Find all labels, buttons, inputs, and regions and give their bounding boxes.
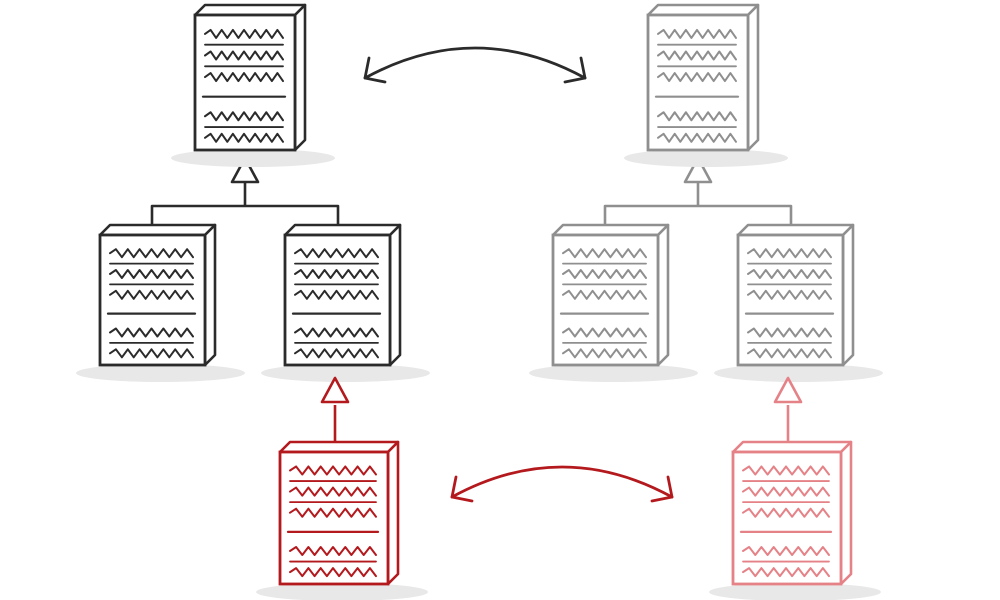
- box-front-face: [278, 450, 390, 586]
- parent-correspondence-arrow: [363, 46, 587, 84]
- box-shadow: [171, 149, 335, 167]
- right-subclass-class-box: [709, 440, 881, 600]
- member-line: [747, 248, 832, 259]
- member-line: [657, 72, 737, 83]
- box-top-face: [551, 223, 670, 237]
- member-line: [289, 546, 377, 556]
- right-subclass-inheritance-triangle: [773, 376, 803, 404]
- member-line: [742, 546, 830, 556]
- left-subclass-inheritance-triangle: [320, 376, 350, 404]
- member-line: [294, 327, 379, 338]
- member-line: [204, 28, 284, 39]
- box-side-face: [746, 3, 760, 152]
- left-hierarchy-parent-class-box: [171, 3, 335, 167]
- box-front-face: [551, 233, 660, 367]
- member-line: [109, 348, 194, 359]
- member-line: [294, 289, 379, 300]
- box-top-face: [731, 440, 853, 454]
- box-shadow: [624, 149, 788, 167]
- member-line: [294, 248, 379, 259]
- member-line: [742, 567, 830, 578]
- member-line: [562, 248, 647, 259]
- box-shadow: [709, 583, 881, 600]
- box-top-face: [278, 440, 400, 454]
- member-line: [204, 50, 284, 61]
- box-side-face: [841, 223, 855, 367]
- box-top-face: [736, 223, 855, 237]
- member-line: [289, 507, 377, 518]
- member-line: [109, 269, 194, 279]
- member-line: [657, 132, 737, 143]
- right-hierarchy-child-class-box: [529, 223, 698, 382]
- member-line: [747, 348, 832, 359]
- box-shadow: [261, 364, 430, 382]
- box-side-face: [656, 223, 670, 367]
- member-line: [657, 111, 737, 122]
- box-front-face: [98, 233, 207, 367]
- box-side-face: [293, 3, 307, 152]
- box-shadow: [529, 364, 698, 382]
- member-line: [742, 507, 830, 518]
- member-line: [289, 465, 377, 476]
- member-line: [204, 72, 284, 83]
- arrow-curve: [363, 46, 587, 80]
- box-front-face: [283, 233, 392, 367]
- right-hierarchy-inheritance-connector: [603, 182, 793, 228]
- member-line: [562, 348, 647, 359]
- right-hierarchy-inheritance-triangle: [683, 156, 713, 184]
- member-line: [204, 132, 284, 143]
- member-line: [657, 50, 737, 61]
- member-line: [294, 269, 379, 279]
- arrowhead-left: [450, 475, 474, 503]
- member-line: [747, 327, 832, 338]
- right-hierarchy-parent-class-box: [624, 3, 788, 167]
- member-line: [109, 289, 194, 300]
- box-side-face: [203, 223, 217, 367]
- member-line: [109, 248, 194, 259]
- box-shadow: [76, 364, 245, 382]
- box-side-face: [386, 440, 400, 586]
- arrowhead-right: [650, 475, 674, 503]
- box-top-face: [98, 223, 217, 237]
- member-line: [109, 327, 194, 338]
- subclass-correspondence-arrow: [450, 465, 674, 503]
- box-shadow: [714, 364, 883, 382]
- left-subclass-class-box: [256, 440, 428, 600]
- member-line: [562, 327, 647, 338]
- member-line: [562, 289, 647, 300]
- left-hierarchy-child-class-box: [261, 223, 430, 382]
- left-hierarchy-child-class-box: [76, 223, 245, 382]
- box-shadow: [256, 583, 428, 600]
- box-side-face: [388, 223, 402, 367]
- member-line: [289, 567, 377, 578]
- box-top-face: [193, 3, 307, 17]
- left-hierarchy-inheritance-triangle: [230, 156, 260, 184]
- arrowhead-right: [563, 56, 587, 84]
- member-line: [742, 486, 830, 497]
- box-front-face: [736, 233, 845, 367]
- box-top-face: [283, 223, 402, 237]
- member-line: [742, 465, 830, 476]
- arrow-curve: [450, 465, 674, 499]
- right-hierarchy-child-class-box: [714, 223, 883, 382]
- member-line: [657, 28, 737, 39]
- member-line: [747, 289, 832, 300]
- box-top-face: [646, 3, 760, 17]
- box-side-face: [839, 440, 853, 586]
- member-line: [204, 111, 284, 122]
- member-line: [294, 348, 379, 359]
- box-front-face: [731, 450, 843, 586]
- left-hierarchy-inheritance-connector: [150, 182, 340, 228]
- member-line: [562, 269, 647, 279]
- member-line: [289, 486, 377, 497]
- arrowhead-left: [363, 56, 387, 84]
- member-line: [747, 269, 832, 279]
